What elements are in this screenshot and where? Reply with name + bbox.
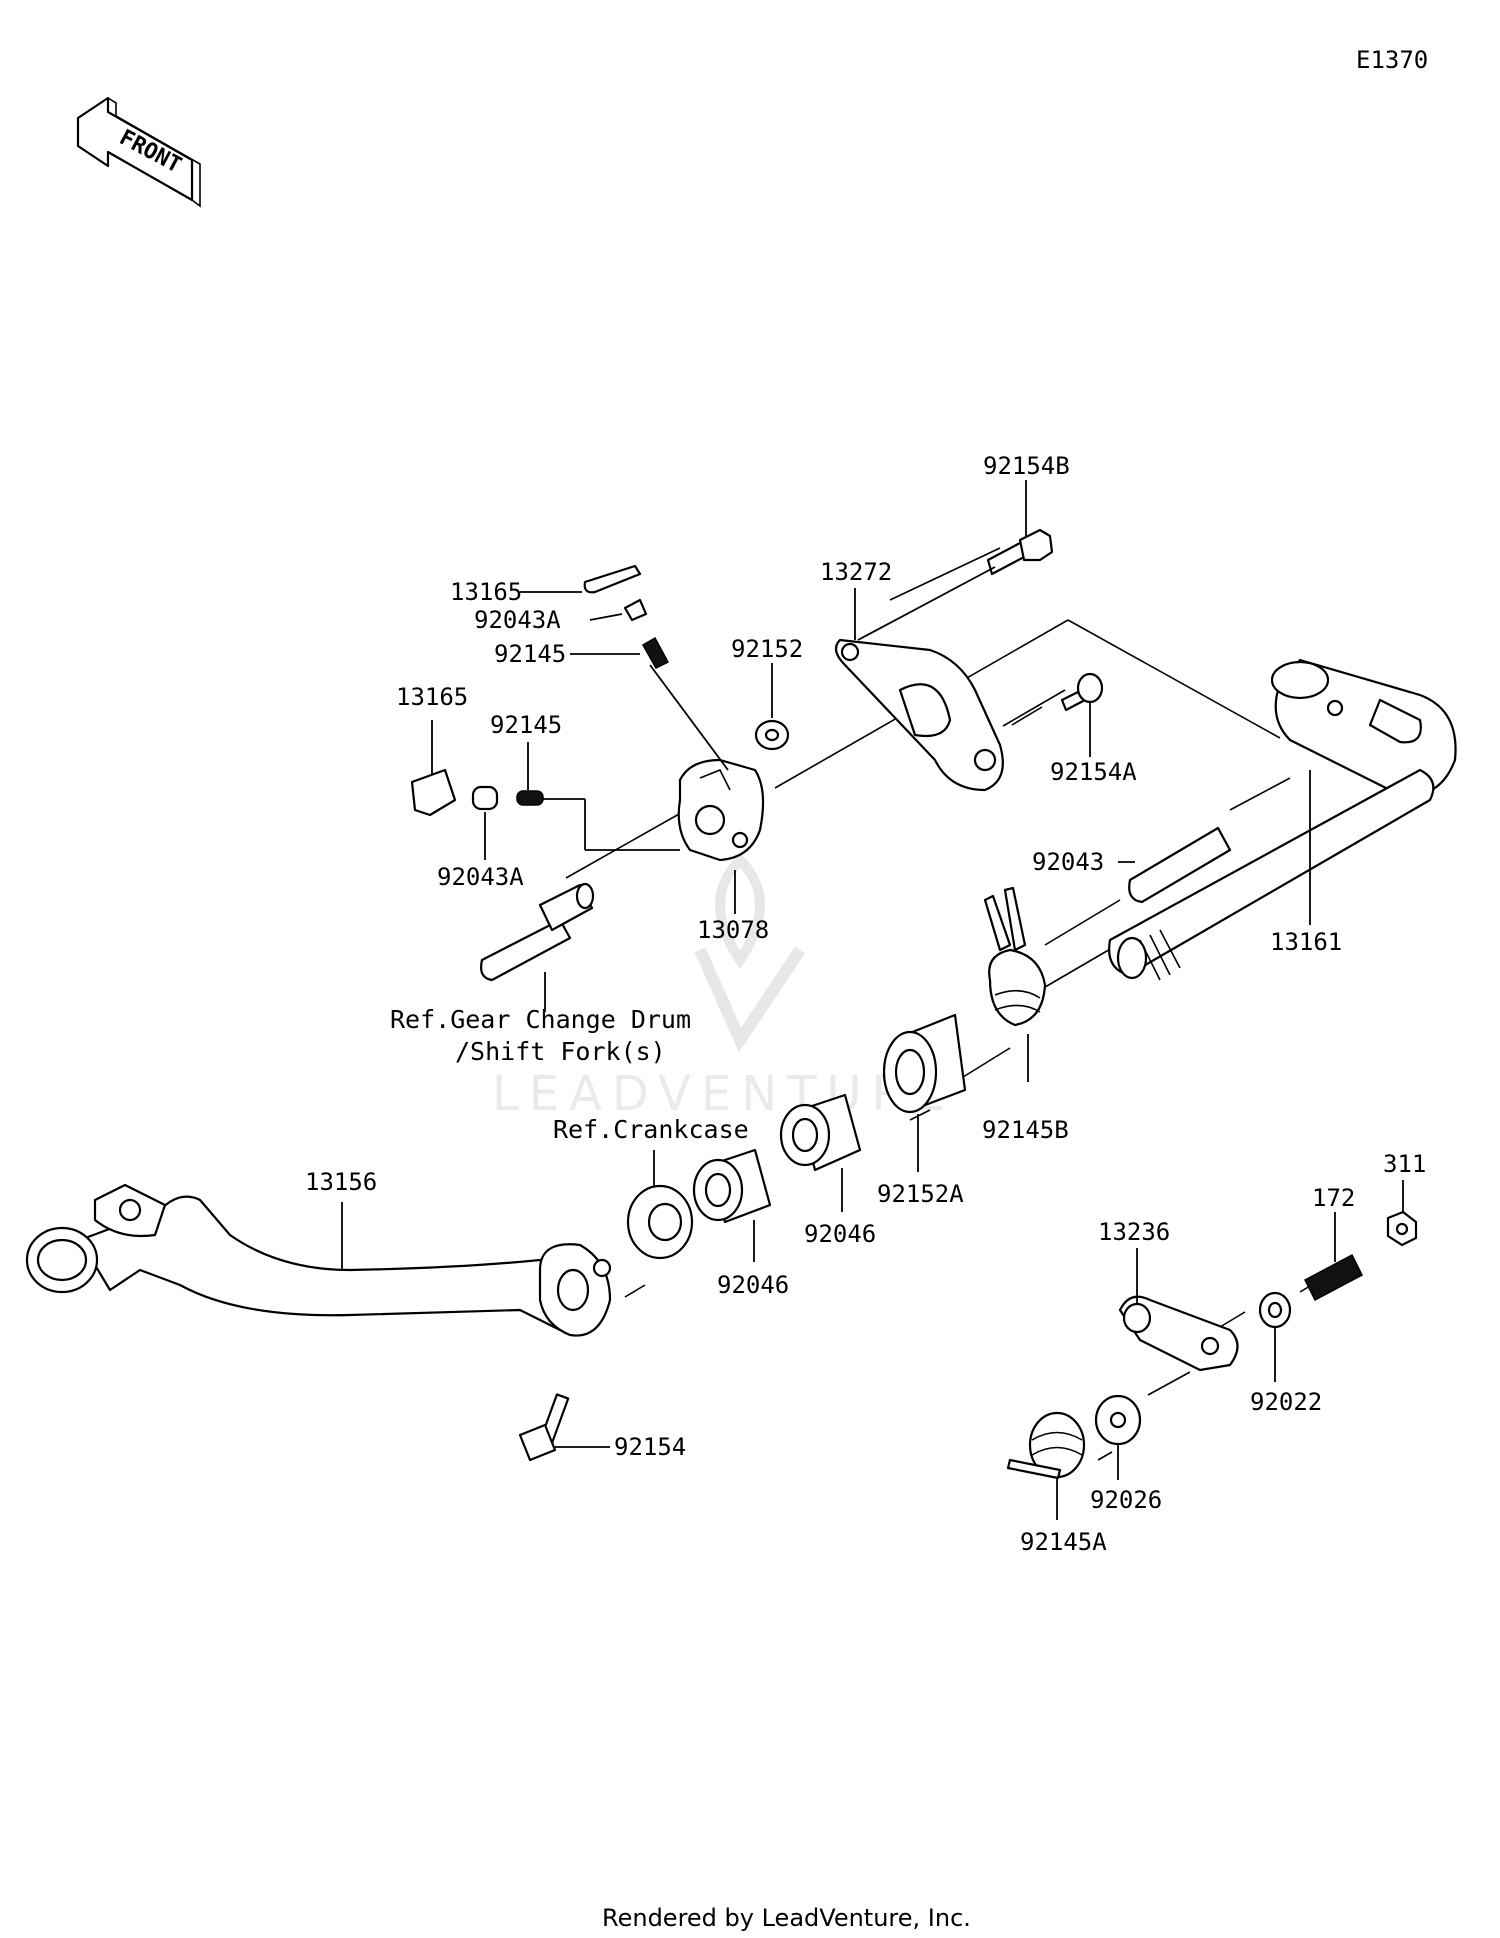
leader-lines bbox=[341, 480, 1404, 1520]
label-92154A: 92154A bbox=[1050, 758, 1137, 786]
ref-gear-change-drum: Ref.Gear Change Drum bbox=[390, 1005, 691, 1034]
screw-92154A bbox=[1060, 672, 1104, 712]
ref-shift-forks: /Shift Fork(s) bbox=[455, 1037, 666, 1066]
label-92154B: 92154B bbox=[983, 452, 1070, 480]
label-92145B: 92145B bbox=[982, 1116, 1069, 1144]
label-92043A-top: 92043A bbox=[474, 606, 561, 634]
nut-311 bbox=[1386, 1210, 1418, 1247]
diagram-code: E1370 bbox=[1356, 46, 1428, 74]
label-311: 311 bbox=[1383, 1150, 1426, 1178]
pin-92043A-left bbox=[471, 785, 499, 811]
label-13165-left: 13165 bbox=[396, 683, 468, 711]
lever-13236 bbox=[1118, 1295, 1239, 1372]
label-13156: 13156 bbox=[305, 1168, 377, 1196]
label-13161: 13161 bbox=[1270, 928, 1342, 956]
oil-seal bbox=[626, 1184, 694, 1260]
bolt-92154 bbox=[518, 1393, 570, 1462]
bearing-92046-upper bbox=[779, 1093, 862, 1172]
label-172: 172 bbox=[1312, 1184, 1355, 1212]
label-92154: 92154 bbox=[614, 1433, 686, 1461]
pin-92043 bbox=[1128, 826, 1232, 904]
spring-92145A bbox=[1006, 1411, 1086, 1480]
shaft-13161 bbox=[1108, 658, 1457, 981]
label-13165-top: 13165 bbox=[450, 578, 522, 606]
watermark-logo: LEADVENTURE bbox=[492, 852, 955, 1122]
bolt-92154B bbox=[986, 528, 1054, 576]
label-92026: 92026 bbox=[1090, 1486, 1162, 1514]
spring-92145B bbox=[983, 886, 1047, 1027]
label-13078: 13078 bbox=[697, 916, 769, 944]
spring-92145-left bbox=[516, 790, 544, 806]
pawl-13165-left bbox=[410, 768, 457, 817]
bushing-92152A bbox=[882, 1013, 967, 1114]
label-92152A: 92152A bbox=[877, 1180, 964, 1208]
footer-credit: Rendered by LeadVenture, Inc. bbox=[602, 1904, 971, 1932]
washer-92022 bbox=[1258, 1291, 1292, 1329]
label-92022: 92022 bbox=[1250, 1388, 1322, 1416]
washer-92026 bbox=[1094, 1394, 1142, 1446]
label-92046-b: 92046 bbox=[717, 1271, 789, 1299]
label-92145-left: 92145 bbox=[490, 711, 562, 739]
shift-lever-13156 bbox=[25, 1183, 612, 1337]
label-13236: 13236 bbox=[1098, 1218, 1170, 1246]
bearing-92046-lower bbox=[692, 1148, 772, 1224]
front-arrow-icon: FRONT bbox=[76, 96, 201, 208]
label-13272: 13272 bbox=[820, 558, 892, 586]
label-92046-a: 92046 bbox=[804, 1220, 876, 1248]
pin-92043A-top bbox=[623, 598, 648, 622]
label-92043A-left: 92043A bbox=[437, 863, 524, 891]
ratchet-13078 bbox=[677, 758, 765, 862]
ref-crankcase: Ref.Crankcase bbox=[553, 1115, 749, 1144]
gear-change-pin bbox=[480, 882, 595, 982]
label-92145A: 92145A bbox=[1020, 1528, 1107, 1556]
label-92145-top: 92145 bbox=[494, 640, 566, 668]
stud-172 bbox=[1304, 1253, 1363, 1302]
label-92152: 92152 bbox=[731, 635, 803, 663]
label-92043: 92043 bbox=[1032, 848, 1104, 876]
washer-92152 bbox=[754, 719, 790, 751]
watermark-text: LEADVENTURE bbox=[492, 1066, 955, 1122]
spring-92145-top bbox=[641, 636, 670, 669]
pawl-13165-top bbox=[583, 564, 642, 594]
plate-13272 bbox=[834, 638, 1004, 792]
